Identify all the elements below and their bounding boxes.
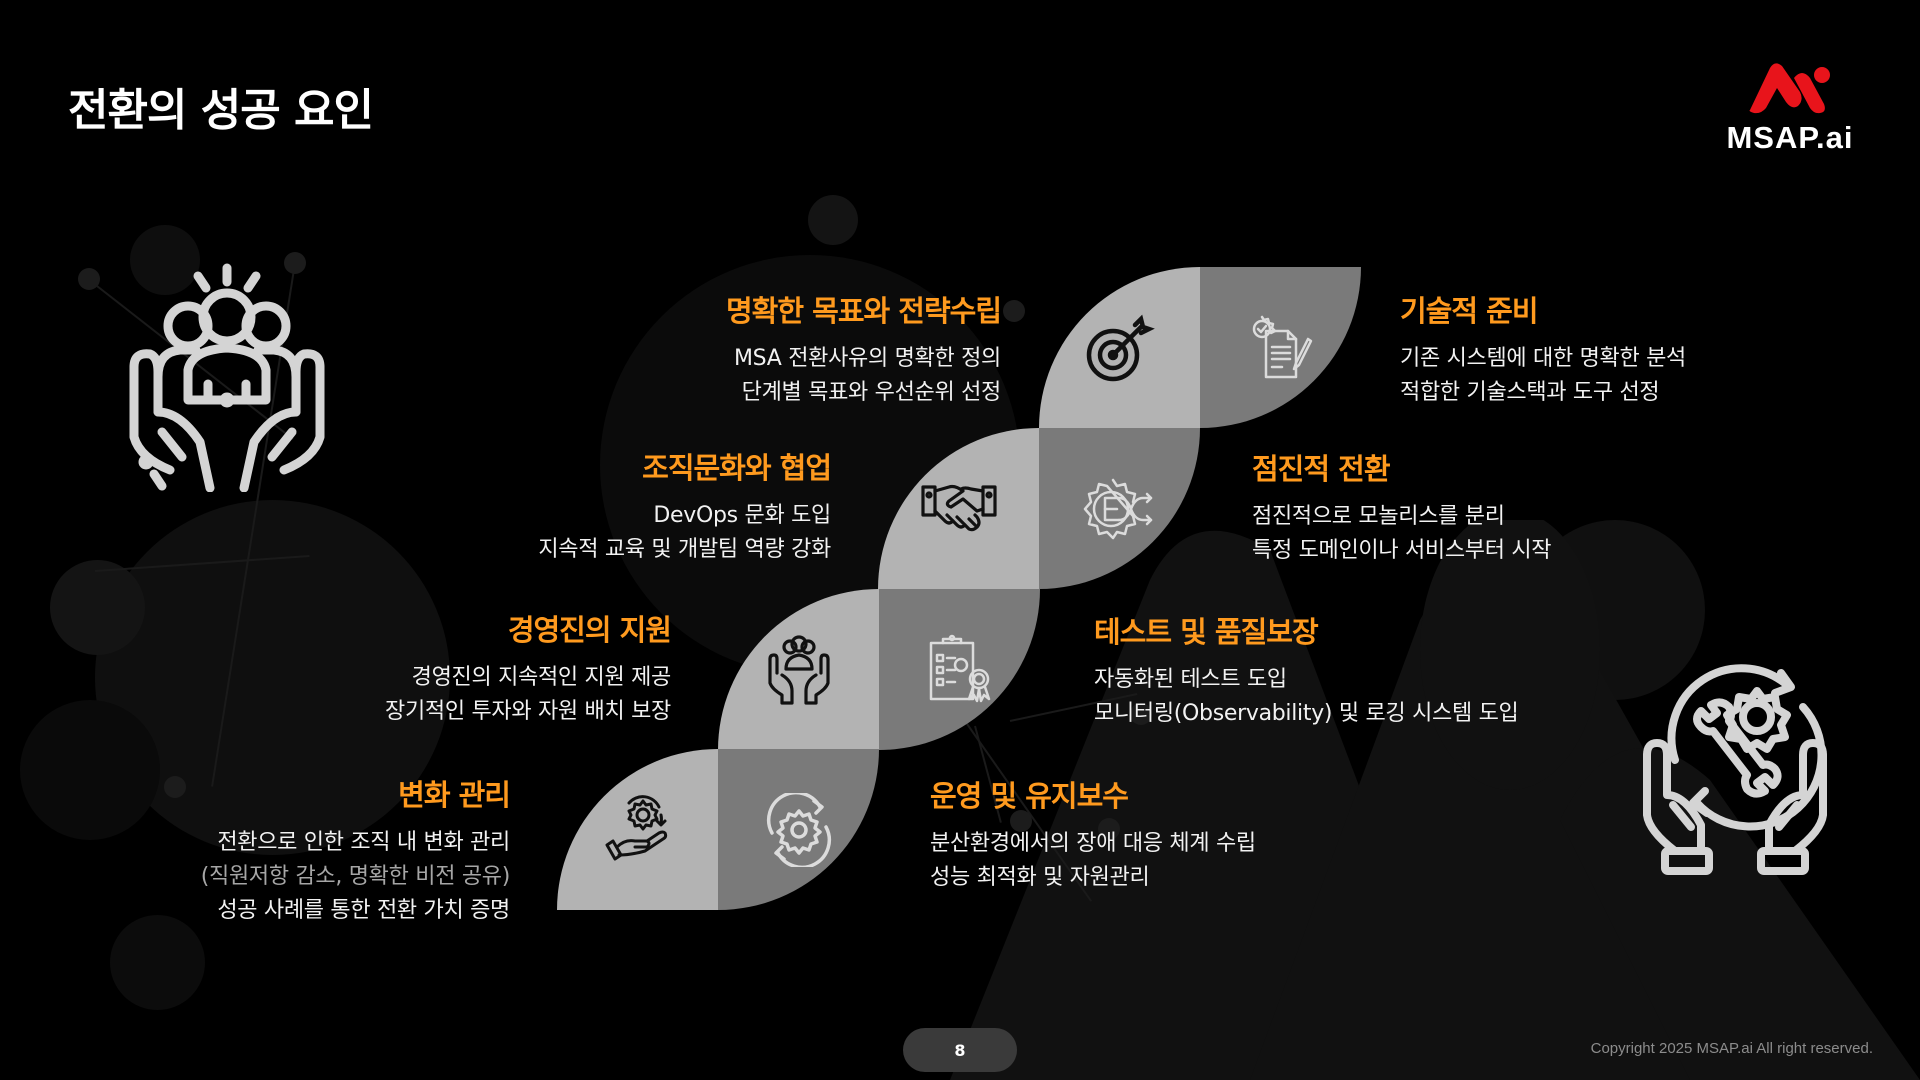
item-line: 점진적으로 모놀리스를 분리 <box>1252 504 1505 529</box>
item-line: 성능 최적화 및 자원관리 <box>930 865 1150 890</box>
bg-circle <box>110 915 205 1010</box>
copyright-text: Copyright 2025 MSAP.ai All right reserve… <box>1590 1040 1873 1057</box>
bg-circle <box>50 560 145 655</box>
item-line-note: (직원저항 감소, 명확한 비전 공유) <box>200 864 511 889</box>
diagram-cell-tech <box>1200 267 1361 428</box>
hands-holding-team-icon <box>767 634 830 705</box>
diagram-cell-change <box>557 749 718 910</box>
item-line: 자동화된 테스트 도입 <box>1094 667 1287 692</box>
hands-holding-people-icon <box>110 262 345 496</box>
item-title: 명확한 목표와 전략수립 <box>726 294 1002 328</box>
bg-circle <box>20 700 160 840</box>
item-line: 전환으로 인한 조직 내 변화 관리 <box>217 830 510 855</box>
bg-dot <box>164 776 186 798</box>
bg-circle <box>808 195 858 245</box>
item-line: 단계별 목표와 우선순위 선정 <box>741 380 1002 405</box>
item-line: 성공 사례를 통한 전환 가치 증명 <box>217 898 510 923</box>
item-title: 기술적 준비 <box>1400 294 1539 328</box>
diagram-cell-testing <box>879 589 1040 750</box>
hand-gear-icon <box>605 794 667 860</box>
item-title: 운영 및 유지보수 <box>930 779 1129 813</box>
bg-dot <box>1003 300 1025 322</box>
item-line: 적합한 기술스택과 도구 선정 <box>1400 380 1660 405</box>
brand-logo: MSAP.ai <box>1700 62 1880 158</box>
item-gradual-transition: 점진적 전환 점진적으로 모놀리스를 분리 특정 도메인이나 서비스부터 시작 <box>1252 446 1552 568</box>
item-line: MSA 전환사유의 명확한 정의 <box>734 346 1001 371</box>
diagram-cell-operations <box>718 749 879 910</box>
item-line: 분산환경에서의 장애 대응 체계 수립 <box>930 831 1256 856</box>
bg-line <box>94 555 310 572</box>
page-title: 전환의 성공 요인 <box>68 85 374 136</box>
gear-document-pencil-icon <box>1252 315 1312 378</box>
gear-split-arrows-icon <box>1083 478 1152 539</box>
item-operations-maintenance: 운영 및 유지보수 분산환경에서의 장애 대응 체계 수립 성능 최적화 및 자… <box>930 773 1256 895</box>
page-number-badge: 8 <box>903 1028 1017 1072</box>
item-line: 모니터링(Observability) 및 로깅 시스템 도입 <box>1094 701 1519 726</box>
clipboard-certificate-icon <box>929 634 990 702</box>
msap-logo-icon <box>1749 63 1830 114</box>
item-line: 특정 도메인이나 서비스부터 시작 <box>1252 538 1552 563</box>
bg-dot <box>78 268 100 290</box>
gear-cycle-icon <box>766 792 831 867</box>
diagram-cell-culture <box>878 428 1039 589</box>
item-testing-quality: 테스트 및 품질보장 자동화된 테스트 도입 모니터링(Observabilit… <box>1094 609 1519 731</box>
item-title: 변화 관리 <box>398 778 511 812</box>
item-line: 장기적인 투자와 자원 배치 보장 <box>385 699 671 724</box>
logo-text: MSAP.ai <box>1726 120 1854 155</box>
item-change-management: 변화 관리 전환으로 인한 조직 내 변화 관리 (직원저항 감소, 명확한 비… <box>200 772 511 928</box>
item-tech-readiness: 기술적 준비 기존 시스템에 대한 명확한 분석 적합한 기술스택과 도구 선정 <box>1400 288 1686 410</box>
diagram-cell-goals <box>1039 267 1200 428</box>
diagram-cell-executive <box>718 589 879 750</box>
item-title: 테스트 및 품질보장 <box>1094 615 1319 649</box>
item-line: DevOps 문화 도입 <box>653 503 831 528</box>
item-executive-support: 경영진의 지원 경영진의 지속적인 지원 제공 장기적인 투자와 자원 배치 보… <box>385 607 672 729</box>
item-org-culture: 조직문화와 협업 DevOps 문화 도입 지속적 교육 및 개발팀 역량 강화 <box>538 445 832 567</box>
item-clear-goals: 명확한 목표와 전략수립 MSA 전환사유의 명확한 정의 단계별 목표와 우선… <box>726 288 1002 410</box>
item-title: 점진적 전환 <box>1252 452 1391 486</box>
handshake-icon <box>920 484 997 531</box>
item-line: 지속적 교육 및 개발팀 역량 강화 <box>538 537 831 562</box>
item-line: 경영진의 지속적인 지원 제공 <box>411 665 672 690</box>
hands-holding-wrench-gear-icon <box>1635 655 1835 884</box>
diagram-cell-gradual <box>1039 428 1200 589</box>
item-line: 기존 시스템에 대한 명확한 분석 <box>1400 346 1686 371</box>
target-icon <box>1086 314 1155 381</box>
item-title: 조직문화와 협업 <box>642 451 832 485</box>
item-title: 경영진의 지원 <box>507 613 672 647</box>
